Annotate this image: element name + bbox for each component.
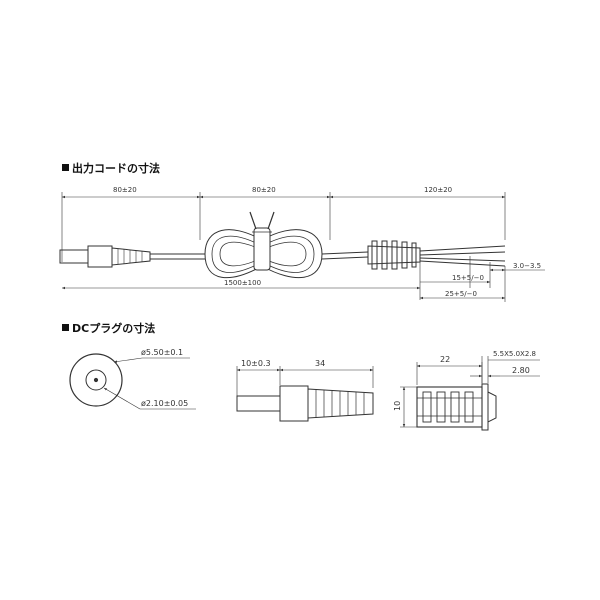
plug-body-len: 34	[315, 359, 325, 368]
plug-end-height: 10	[393, 401, 402, 411]
cord-dim-tin: 3.0−3.5	[513, 262, 541, 270]
cord-drawing	[59, 192, 545, 302]
twist-tie	[253, 227, 271, 271]
cord-dim-lead: 25+5/−0	[445, 290, 477, 298]
cord-dim-seg1: 80±20	[113, 186, 137, 194]
square-bullet-icon	[62, 324, 69, 331]
cord-section-title-text: 出力コードの寸法	[72, 162, 160, 175]
plug-end-thickness: 2.80	[512, 366, 530, 375]
cord-plug-tip	[59, 249, 89, 264]
plug-inner-dia: ø2.10±0.05	[141, 399, 188, 408]
cord-dim-strip: 15+5/−0	[452, 274, 484, 282]
cord-dim-seg3: 120±20	[424, 186, 452, 194]
plug-section-title-text: DCプラグの寸法	[72, 322, 156, 335]
cord-plug-body	[87, 245, 113, 268]
plug-face-view	[69, 353, 196, 410]
cord-section-title: 出力コードの寸法	[62, 160, 160, 176]
plug-tip-len: 10±0.3	[241, 359, 271, 368]
plug-end-size: 5.5X5.0X2.8	[493, 350, 536, 358]
cord-dim-total: 1500±100	[224, 279, 261, 287]
plug-end-view	[400, 356, 540, 431]
plug-end-length: 22	[440, 355, 450, 364]
cord-dim-seg2: 80±20	[252, 186, 276, 194]
plug-outer-dia: ø5.50±0.1	[141, 348, 183, 357]
plug-side-view	[236, 366, 374, 422]
square-bullet-icon	[62, 164, 69, 171]
plug-section-title: DCプラグの寸法	[62, 320, 155, 336]
